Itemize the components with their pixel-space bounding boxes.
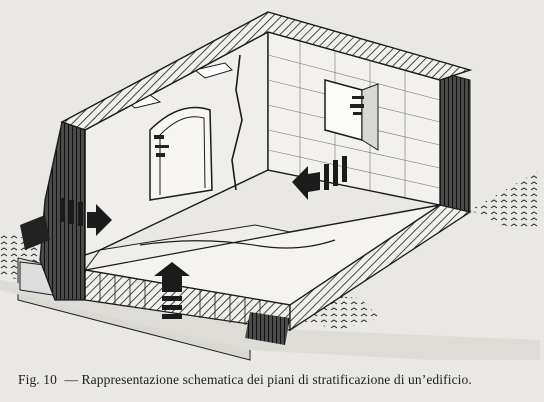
figure (0, 11, 540, 361)
building-cutaway-illustration (0, 11, 540, 361)
back-right-wall (267, 31, 471, 213)
figure-caption-text: Rappresentazione schematica dei piani di… (81, 372, 472, 387)
figure-caption: Fig. 10 — Rappresentazione schematica de… (18, 372, 538, 388)
figure-separator: — (64, 372, 79, 387)
arrow-up-icon (154, 262, 190, 319)
arrow-left-icon (292, 156, 347, 200)
arrow-right-icon (60, 198, 112, 236)
figure-label: Fig. 10 (18, 372, 57, 387)
